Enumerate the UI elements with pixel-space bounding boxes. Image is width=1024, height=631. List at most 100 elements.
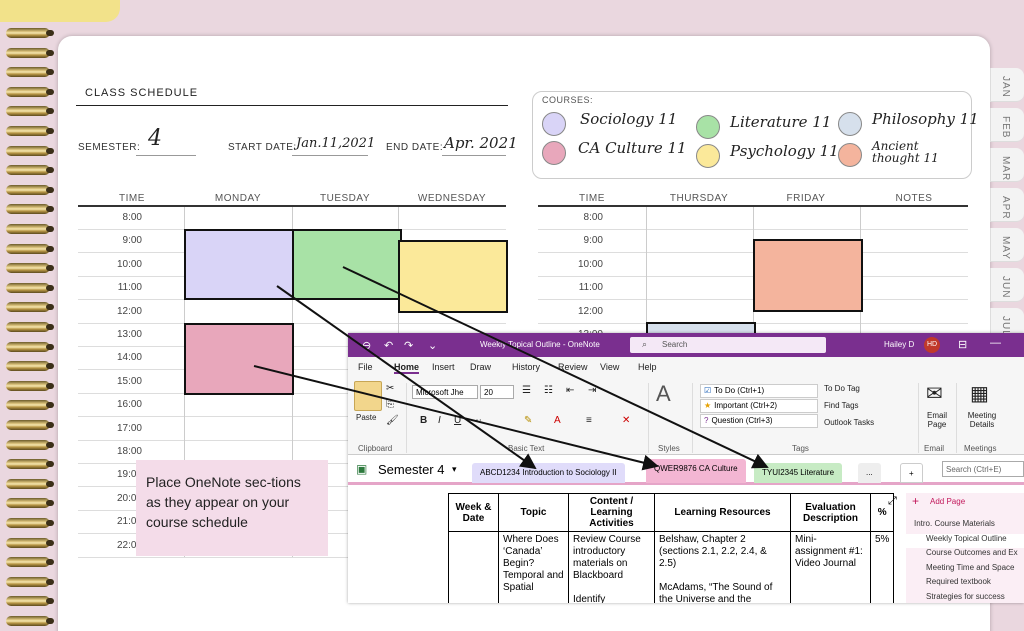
time-label: 12:00	[116, 305, 142, 317]
ribbon-display-icon[interactable]: ⊟	[958, 339, 968, 351]
time-label: 13:00	[116, 329, 142, 340]
menu-insert[interactable]: Insert	[432, 362, 455, 372]
menu-view[interactable]: View	[600, 362, 620, 372]
menu-help[interactable]: Help	[638, 362, 657, 372]
spiral-ring	[6, 243, 54, 254]
styles-icon[interactable]: A	[656, 381, 671, 406]
tag-item-label: To Do (Ctrl+1)	[714, 386, 765, 395]
course-color-dot	[542, 141, 566, 165]
spiral-ring	[6, 302, 54, 313]
menu-history[interactable]: History	[512, 362, 541, 372]
meeting-details-button[interactable]: Meeting Details	[967, 411, 997, 429]
monday-sociology-block	[184, 229, 294, 300]
section-tab[interactable]: QWER9876 CA Culture	[646, 459, 746, 483]
notebook-name[interactable]: Semester 4	[378, 462, 445, 477]
page-list-item[interactable]: Required textbook	[926, 577, 991, 586]
table-cell[interactable]: Belshaw, Chapter 2 (sections 2.1, 2.2, 2…	[654, 531, 791, 603]
spiral-ring	[6, 145, 54, 156]
chevron-down-icon[interactable]: ▾	[452, 464, 457, 474]
column-header: WEDNESDAY	[417, 193, 487, 204]
page-list-item[interactable]: Course Outcomes and Ex	[926, 548, 1018, 557]
email-icon[interactable]: ✉	[926, 383, 943, 405]
meetings-group-label: Meetings	[964, 444, 997, 453]
font-color-icon[interactable]: A	[554, 415, 561, 426]
undo-icon[interactable]: ↶	[384, 340, 394, 352]
copy-icon[interactable]: ⎘	[386, 399, 394, 410]
month-tab[interactable]: APR	[990, 188, 1024, 222]
table-cell[interactable]: 5%	[869, 531, 895, 603]
italic-icon[interactable]: I	[438, 415, 441, 426]
outlook-tasks-button[interactable]: Outlook Tasks	[824, 418, 875, 427]
table-cell[interactable]: Mini-assignment #1: Video Journal	[790, 531, 871, 603]
menu-home[interactable]: Home	[394, 362, 420, 374]
paste-icon[interactable]	[354, 381, 382, 411]
increase-indent-icon[interactable]: ⇥	[588, 385, 597, 396]
cut-icon[interactable]: ✂	[386, 383, 395, 394]
table-cell[interactable]: Where Does ‘Canada’ Begin? Temporal and …	[498, 531, 569, 603]
page-list-item[interactable]: Meeting Time and Space	[926, 562, 1015, 572]
highlight-icon[interactable]: ✎	[524, 415, 533, 426]
month-tab[interactable]: MAY	[990, 228, 1024, 262]
section-tab[interactable]: ABCD1234 Introduction to Sociology II	[472, 463, 625, 483]
add-page-icon[interactable]: +	[912, 494, 920, 508]
calendar-icon[interactable]: ▦	[970, 383, 989, 405]
course-name: Philosophy 11	[872, 110, 979, 128]
courses-legend	[532, 91, 972, 179]
start-date-label: START DATE:	[228, 142, 297, 153]
redo-icon[interactable]: ↷	[404, 340, 414, 352]
column-header: MONDAY	[214, 193, 262, 204]
semester-value: 4	[148, 126, 162, 151]
format-painter-icon[interactable]: 🖌	[386, 415, 399, 426]
find-tags-button[interactable]: Find Tags	[824, 401, 859, 410]
underline-icon[interactable]: U	[454, 415, 462, 426]
spiral-ring	[6, 184, 54, 195]
month-tab[interactable]: FEB	[990, 108, 1024, 142]
month-tab[interactable]: JAN	[990, 68, 1024, 102]
table-cell[interactable]	[448, 531, 499, 603]
spiral-ring	[6, 596, 54, 607]
bold-icon[interactable]: B	[420, 415, 428, 426]
table-cell[interactable]: Review Course introductory materials on …	[568, 531, 655, 603]
minimize-icon[interactable]: —	[990, 337, 1001, 349]
avatar[interactable]: HD	[924, 337, 940, 353]
tag-item[interactable]: ★Important (Ctrl+2)	[700, 399, 818, 413]
page-list-item[interactable]: Strategies for success	[926, 591, 1005, 601]
menu-file[interactable]: File	[358, 362, 373, 372]
tag-item[interactable]: ?Question (Ctrl+3)	[700, 414, 818, 428]
star-icon: ★	[704, 401, 712, 410]
clear-format-icon[interactable]: ✕	[622, 415, 631, 426]
more-icon[interactable]: ⌄	[428, 340, 438, 352]
month-tab[interactable]: JUN	[990, 268, 1024, 302]
end-date-value: Apr. 2021	[444, 134, 518, 152]
add-section-tab[interactable]: +	[900, 463, 923, 483]
menu-draw[interactable]: Draw	[470, 362, 492, 372]
start-date-line	[292, 155, 368, 156]
time-label: 19:00	[116, 469, 142, 481]
bullets-icon[interactable]: ☰	[522, 385, 531, 396]
add-page-button[interactable]: Add Page	[930, 497, 966, 506]
numbering-icon[interactable]: ☷	[544, 385, 553, 396]
expand-icon[interactable]: ⤢	[888, 495, 897, 507]
align-icon[interactable]: ≡	[586, 415, 592, 426]
decrease-indent-icon[interactable]: ⇤	[566, 385, 575, 396]
back-icon[interactable]: ⊖	[362, 340, 372, 352]
title-search-box[interactable]: ⌕ Search	[630, 337, 826, 353]
schedule-title: CLASS SCHEDULE	[85, 87, 199, 99]
menu-review[interactable]: Review	[558, 362, 588, 372]
paste-label[interactable]: Paste	[356, 413, 377, 422]
table-header-cell: Topic	[498, 493, 569, 532]
month-tab[interactable]: MAR	[990, 148, 1024, 182]
more-format-icon[interactable]: ⋯	[472, 415, 482, 426]
more-sections-tab[interactable]: ...	[858, 463, 881, 483]
notebook-search-input[interactable]: Search (Ctrl+E)	[942, 461, 1024, 477]
tag-item[interactable]: ☑To Do (Ctrl+1)	[700, 384, 818, 398]
clipboard-group-label: Clipboard	[358, 444, 393, 453]
todo-tag-button[interactable]: To Do Tag	[824, 384, 860, 393]
email-page-button[interactable]: Email Page	[926, 411, 947, 429]
font-name-select[interactable]: Microsoft Jhe	[412, 385, 478, 399]
section-tab[interactable]: TYUI2345 Literature	[754, 463, 843, 483]
page-list-item[interactable]: Intro. Course Materials	[914, 519, 995, 528]
page-list-item[interactable]: Weekly Topical Outline	[906, 533, 1024, 548]
font-size-select[interactable]: 20	[480, 385, 514, 399]
